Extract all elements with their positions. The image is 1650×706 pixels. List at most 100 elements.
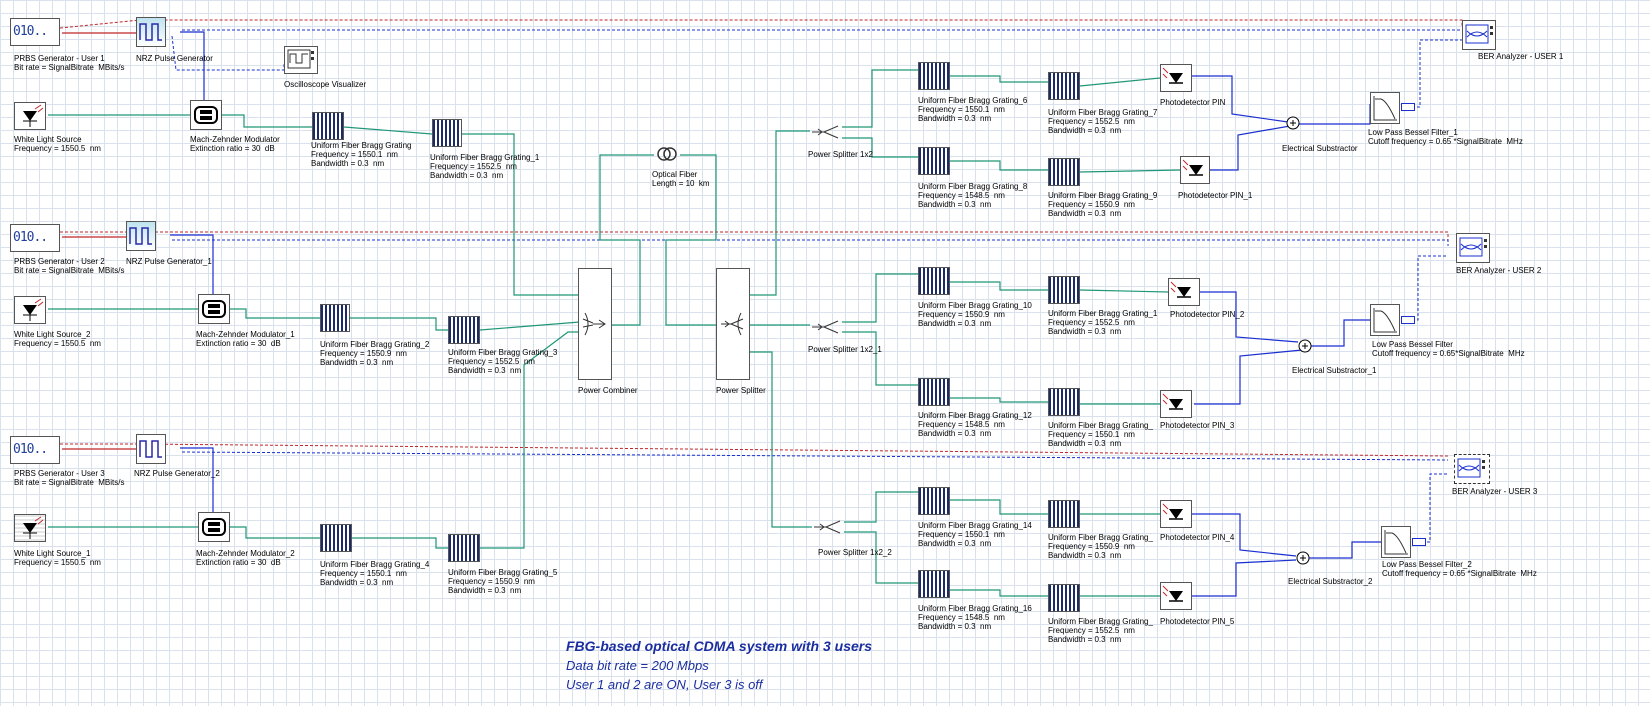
low-pass-bessel-filter[interactable] (1370, 304, 1400, 336)
mach-zehnder-modulator-3[interactable] (198, 512, 230, 542)
splitter-1x2-icon (812, 320, 839, 334)
nrz-pulse-generator-3[interactable] (136, 434, 166, 464)
fbg-encoder-1b[interactable] (432, 119, 462, 147)
fbg-decoder-15[interactable] (1048, 500, 1080, 528)
mach-zehnder-modulator-2[interactable] (198, 294, 230, 324)
fbg-encoder-2b[interactable] (448, 316, 480, 344)
prbs-generator-user3[interactable]: 010.. (10, 436, 60, 464)
prbs-generator-user1-param: Bit rate = SignalBitrate MBits/s (14, 63, 125, 72)
pd-to-es1 (1191, 75, 1289, 123)
power-splitter-1x2-1[interactable] (810, 317, 844, 337)
fbg-decoder-10[interactable] (918, 267, 950, 295)
fbg-decoder-10-bw: Bandwidth = 0.3 nm (918, 319, 992, 328)
fbg-decoder-9-freq: Frequency = 1550.9 nm (1048, 200, 1135, 209)
ref-bits-user2 (60, 231, 1449, 240)
es2-to-lp2 (1310, 319, 1370, 347)
electrical-subtractor-2-label: Electrical Substractor_2 (1288, 577, 1373, 586)
g16-to-g17 (950, 589, 1048, 597)
photodetector-pin-5-label: Photodetector PIN_5 (1160, 617, 1235, 626)
light-source-icon (23, 298, 44, 321)
electrical-subtractor[interactable] (1286, 116, 1300, 130)
photodetector-pin-1-label: Photodetector PIN_1 (1178, 191, 1253, 200)
fbg-encoder-3b[interactable] (448, 534, 480, 562)
fbg-decoder-13-freq: Frequency = 1550.1 nm (1048, 430, 1135, 439)
g6-to-g7 (950, 75, 1048, 83)
prbs-generator-user1[interactable]: 010.. (10, 18, 60, 46)
power-splitter[interactable] (716, 268, 750, 380)
fbg-encoder-3a[interactable] (320, 524, 352, 552)
fbg-decoder-9[interactable] (1048, 158, 1080, 186)
lowpass-response-icon (1384, 530, 1408, 555)
fbg-encoder-1b-freq: Frequency = 1552.5 nm (430, 162, 517, 171)
fbg-encoder-1a[interactable] (312, 112, 344, 140)
ber-eye-icon (1457, 458, 1485, 478)
electrical-subtractor-1[interactable] (1298, 339, 1312, 353)
optical-fiber[interactable] (654, 142, 680, 168)
photodetector-pin-1[interactable] (1180, 156, 1210, 184)
fbg-decoder-16-label: Uniform Fiber Bragg Grating_16 (918, 604, 1032, 613)
photodetector-pin[interactable] (1160, 64, 1192, 92)
nrz-pulse-generator-3-label: NRZ Pulse Generator_2 (134, 469, 220, 478)
fbg-decoder-8[interactable] (918, 147, 950, 175)
power-splitter-1x2-2[interactable] (812, 517, 846, 537)
photodetector-pin-2-label: Photodetector PIN_2 (1170, 310, 1245, 319)
light-source-icon (23, 516, 44, 539)
filter-2-output-port (1412, 538, 1426, 546)
fbg-decoder-11-label: Uniform Fiber Bragg Grating_1 (1048, 309, 1158, 318)
low-pass-bessel-filter-1[interactable] (1370, 92, 1400, 124)
g12-to-g13 (950, 397, 1048, 403)
mach-zehnder-modulator-1[interactable] (190, 100, 222, 130)
mach-zehnder-modulator-3-param: Extinction ratio = 30 dB (196, 558, 281, 567)
power-splitter-1x2[interactable] (810, 122, 844, 142)
fbg-decoder-12-freq: Frequency = 1548.5 nm (918, 420, 1005, 429)
low-pass-bessel-filter-label: Low Pass Bessel Filter (1372, 340, 1453, 349)
power-combiner[interactable] (578, 268, 612, 380)
fbg-encoder-2a[interactable] (320, 304, 350, 332)
photodetector-pin-3[interactable] (1160, 390, 1192, 418)
white-light-source-2-param: Frequency = 1550.5 nm (14, 339, 101, 348)
low-pass-bessel-filter-2-param: Cutoff frequency = 0.65 *SignalBitrate M… (1382, 569, 1537, 578)
sp1-to-g6 (842, 69, 918, 128)
prbs-generator-user2[interactable]: 010.. (10, 224, 60, 252)
oscilloscope-icon (287, 49, 314, 69)
fbg-decoder-13[interactable] (1048, 388, 1080, 416)
white-light-source-3-param: Frequency = 1550.5 nm (14, 558, 101, 567)
white-light-source-1[interactable] (14, 102, 46, 130)
nrz-pulse-generator-2[interactable] (126, 221, 156, 251)
fbg-decoder-11-bw: Bandwidth = 0.3 nm (1048, 327, 1122, 336)
fbg-decoder-7-label: Uniform Fiber Bragg Grating_7 (1048, 108, 1158, 117)
photodetector-pin-2[interactable] (1168, 278, 1200, 306)
g7-to-pd (1079, 77, 1161, 87)
low-pass-bessel-filter-2[interactable] (1381, 526, 1411, 558)
nrz-pulse-generator-1[interactable] (136, 17, 166, 47)
photodetector-pin-4[interactable] (1160, 500, 1192, 528)
oscilloscope-visualizer[interactable] (284, 46, 318, 74)
fbg-decoder-12[interactable] (918, 378, 950, 406)
white-light-source-3[interactable] (14, 514, 46, 542)
fbg-decoder-17[interactable] (1048, 584, 1080, 612)
splitter-1x2-icon (814, 520, 841, 534)
ber-analyzer-user2[interactable] (1456, 233, 1490, 263)
white-light-source-2[interactable] (14, 296, 46, 324)
fbg-decoder-11[interactable] (1048, 276, 1080, 304)
fbg-decoder-14[interactable] (918, 487, 950, 515)
diagram-title: FBG-based optical CDMA system with 3 use… (566, 638, 872, 654)
fbg-decoder-16[interactable] (918, 570, 950, 598)
nrz1-to-ber1 (182, 29, 1461, 32)
filter-output-port (1401, 316, 1415, 324)
fbg-encoder-2b-label: Uniform Fiber Bragg Grating_3 (448, 348, 558, 357)
ber-analyzer-user1[interactable] (1462, 20, 1496, 50)
ber-analyzer-user3[interactable] (1454, 454, 1490, 484)
fbg-decoder-11-freq: Frequency = 1552.5 nm (1048, 318, 1135, 327)
diagram-subtitle-bitrate: Data bit rate = 200 Mbps (566, 658, 709, 673)
fbg-decoder-7[interactable] (1048, 72, 1080, 100)
nrz2-to-mzm2 (170, 234, 214, 295)
fbg-decoder-6[interactable] (918, 62, 950, 90)
photodetector-pin-5[interactable] (1160, 582, 1192, 610)
fbg-decoder-7-bw: Bandwidth = 0.3 nm (1048, 126, 1122, 135)
electrical-subtractor-2[interactable] (1296, 551, 1310, 565)
fbg-decoder-14-label: Uniform Fiber Bragg Grating_14 (918, 521, 1032, 530)
fbg-decoder-17-bw: Bandwidth = 0.3 nm (1048, 635, 1122, 644)
fbg-encoder-3a-label: Uniform Fiber Bragg Grating_4 (320, 560, 430, 569)
mzm2-to-fbg2 (230, 308, 320, 319)
